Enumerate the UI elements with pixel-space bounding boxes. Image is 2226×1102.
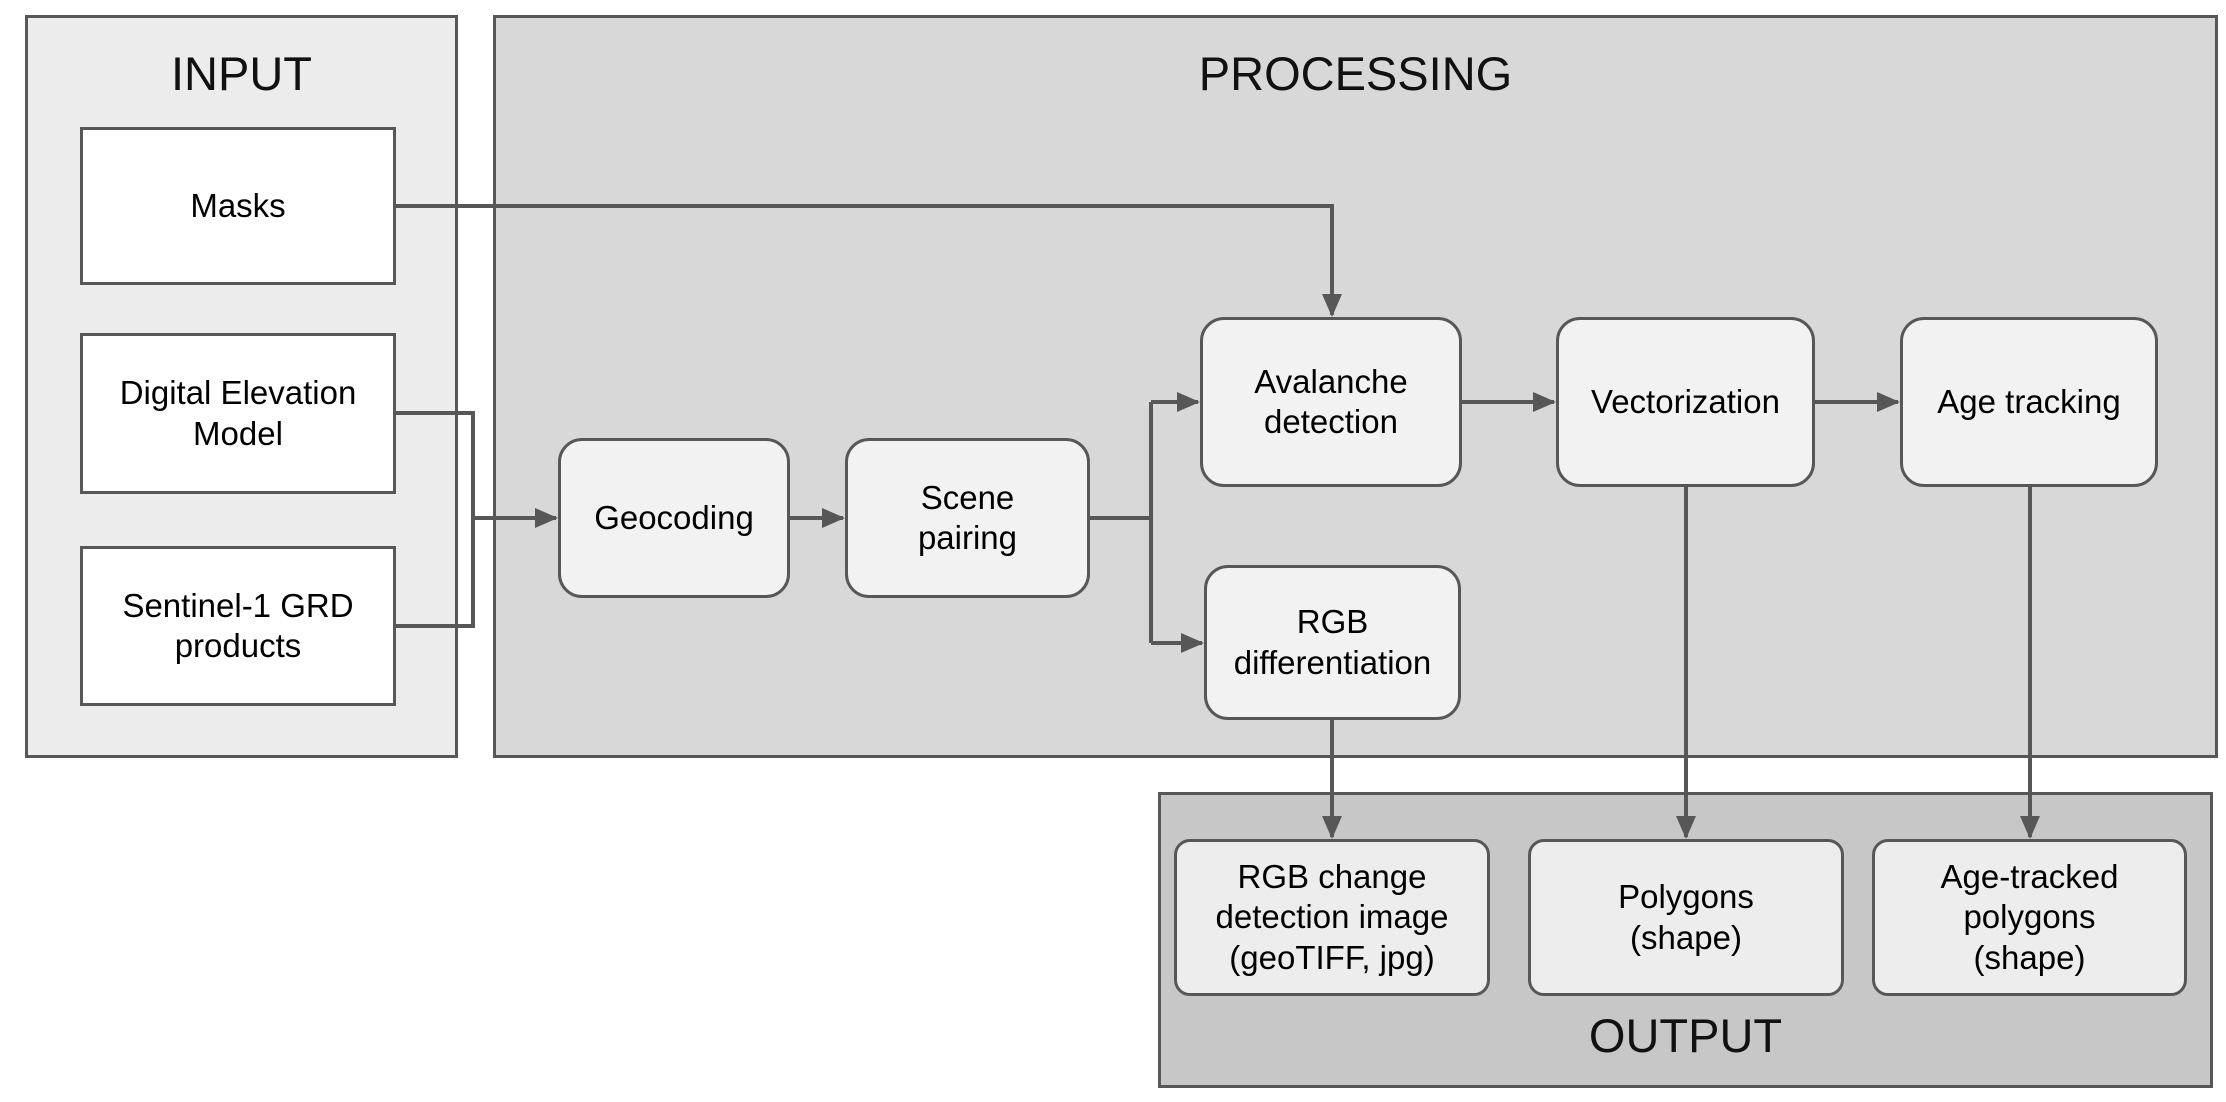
node-age-tracked-polygons: Age-tracked polygons (shape): [1872, 839, 2187, 996]
node-rgb-differentiation: RGB differentiation: [1204, 565, 1461, 720]
node-scene-pairing-label: Scene pairing: [917, 478, 1018, 556]
node-age-tracking-label: Age tracking: [1937, 382, 2121, 420]
node-age-tracking: Age tracking: [1900, 317, 2158, 487]
output-section-label: OUTPUT: [1588, 1009, 1783, 1062]
node-sentinel-1-grd-products: Sentinel-1 GRD products: [80, 546, 396, 706]
node-vectorization: Vectorization: [1556, 317, 1815, 487]
node-digital-elevation-model: Digital Elevation Model: [80, 333, 396, 494]
input-section-label: INPUT: [171, 47, 312, 100]
node-geocoding: Geocoding: [558, 438, 790, 598]
node-rgb-change-detection-image: RGB change detection image (geoTIFF, jpg…: [1174, 839, 1490, 996]
node-vectorization-label: Vectorization: [1591, 382, 1780, 420]
node-avalanche-detection-label: Avalanche detection: [1254, 362, 1408, 440]
node-masks: Masks: [80, 127, 396, 285]
node-rgb-change-detection-image-label: RGB change detection image (geoTIFF, jpg…: [1215, 858, 1449, 976]
processing-section-label: PROCESSING: [1198, 47, 1513, 100]
node-masks-label: Masks: [190, 186, 286, 224]
node-sentinel-1-grd-products-label: Sentinel-1 GRD products: [122, 586, 354, 664]
node-digital-elevation-model-label: Digital Elevation Model: [119, 374, 357, 452]
node-avalanche-detection: Avalanche detection: [1200, 317, 1462, 487]
node-geocoding-label: Geocoding: [594, 498, 754, 536]
node-scene-pairing: Scene pairing: [845, 438, 1090, 598]
node-polygons: Polygons (shape): [1528, 839, 1844, 996]
node-age-tracked-polygons-label: Age-tracked polygons (shape): [1940, 858, 2119, 976]
node-polygons-label: Polygons (shape): [1618, 878, 1754, 956]
node-rgb-differentiation-label: RGB differentiation: [1233, 603, 1432, 681]
